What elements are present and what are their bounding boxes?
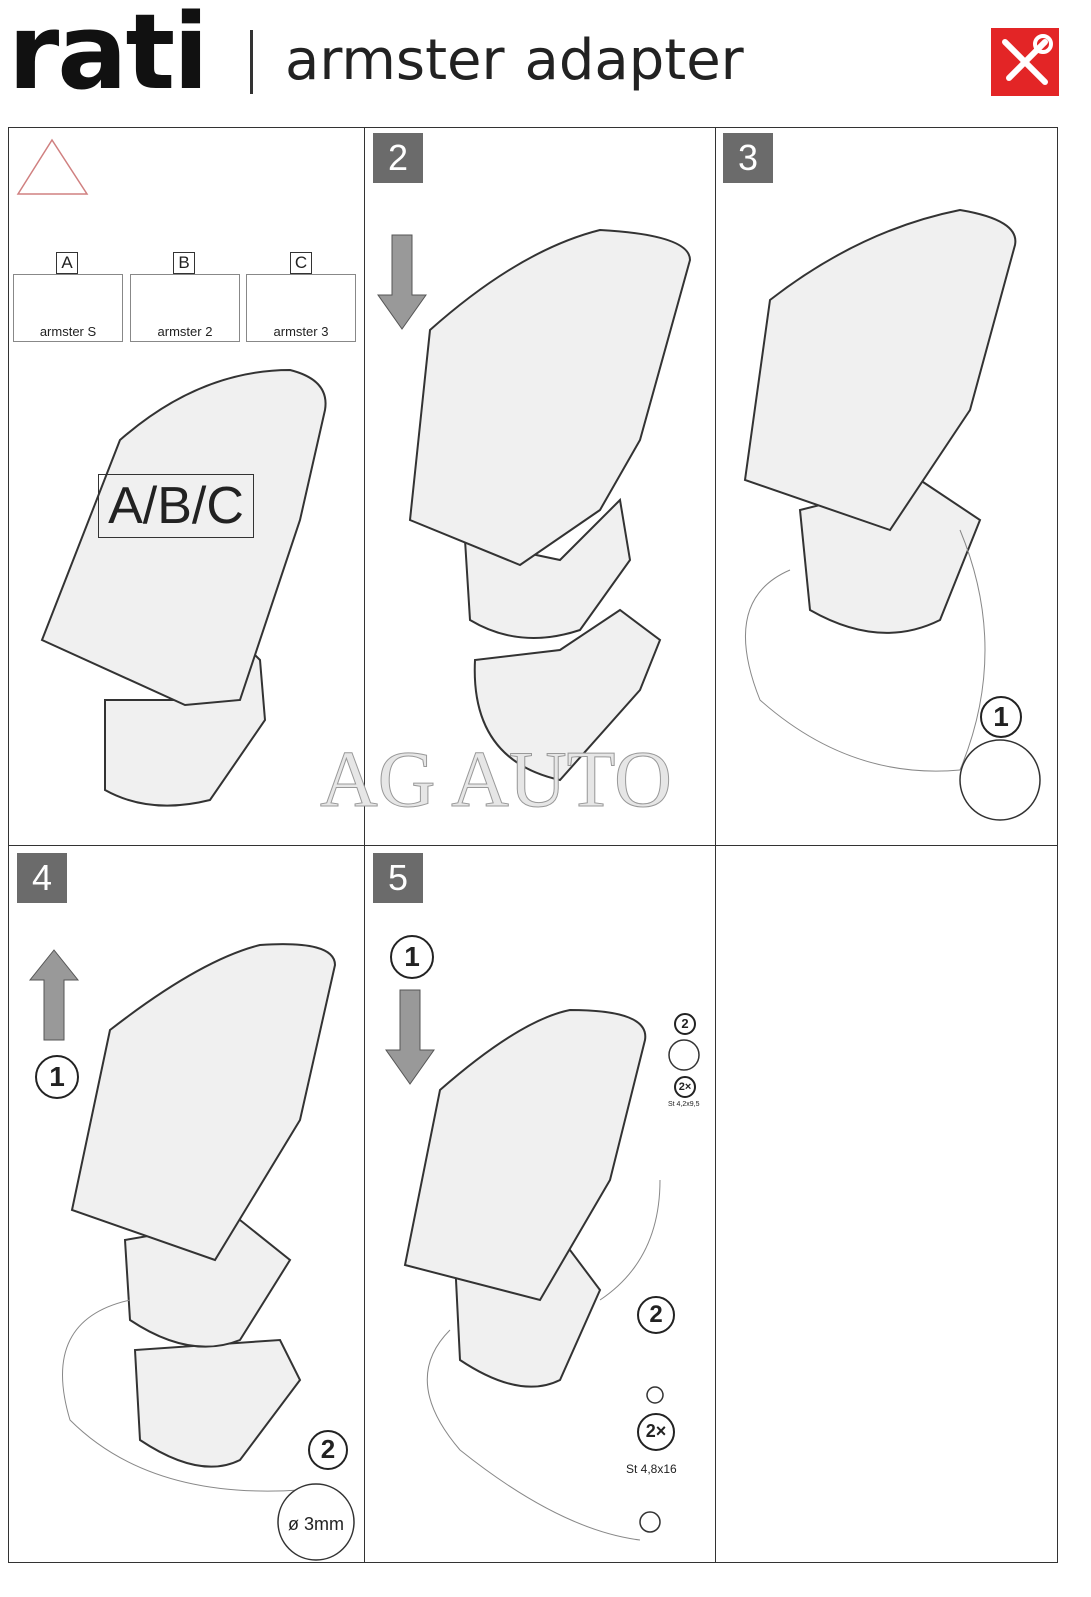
drill-size: ø 3mm: [288, 1514, 344, 1534]
quantity-badge: 2×: [674, 1076, 696, 1098]
option-name: armster 2: [157, 324, 213, 339]
panel-6-empty: [715, 845, 1058, 1563]
quantity-badge: 2×: [637, 1413, 675, 1451]
watermark: AG AUTO: [320, 736, 673, 825]
step-number: 2: [373, 133, 423, 183]
option-letter: A: [56, 252, 78, 274]
option-letter: B: [173, 252, 195, 274]
drill-icon: [277, 1483, 355, 1561]
substep-badge: 1: [35, 1055, 79, 1099]
step-number: 3: [723, 133, 773, 183]
product-name: armster: [285, 28, 505, 93]
divider: [250, 30, 253, 94]
arrow-down-icon: [385, 989, 435, 1085]
subtitle: adapter: [524, 28, 744, 93]
arrow-up-icon: [28, 949, 80, 1041]
screw-icon: [639, 1511, 661, 1533]
substep-badge: 1: [980, 696, 1022, 738]
tools-icon: [991, 28, 1059, 96]
variant-label: A/B/C: [98, 474, 254, 538]
step-number: 5: [373, 853, 423, 903]
option-name: armster S: [39, 324, 97, 339]
brand-logo: rati: [8, 0, 209, 113]
option-a: armster S: [13, 274, 123, 342]
screw-spec: St 4,2x9,5: [668, 1101, 700, 1108]
step-number: 4: [17, 853, 67, 903]
arrow-down-icon: [377, 234, 427, 330]
pen-icon: [959, 739, 1041, 821]
option-c: armster 3: [246, 274, 356, 342]
substep-badge: 2: [674, 1013, 696, 1035]
screw-spec: St 4,8x16: [626, 1462, 677, 1476]
substep-badge: 2: [637, 1296, 675, 1334]
page-title: armster adapter: [285, 28, 744, 93]
substep-badge: 1: [390, 935, 434, 979]
option-letter: C: [290, 252, 312, 274]
warning-icon: [16, 138, 89, 195]
option-name: armster 3: [273, 324, 329, 339]
substep-badge: 2: [308, 1430, 348, 1470]
option-b: armster 2: [130, 274, 240, 342]
